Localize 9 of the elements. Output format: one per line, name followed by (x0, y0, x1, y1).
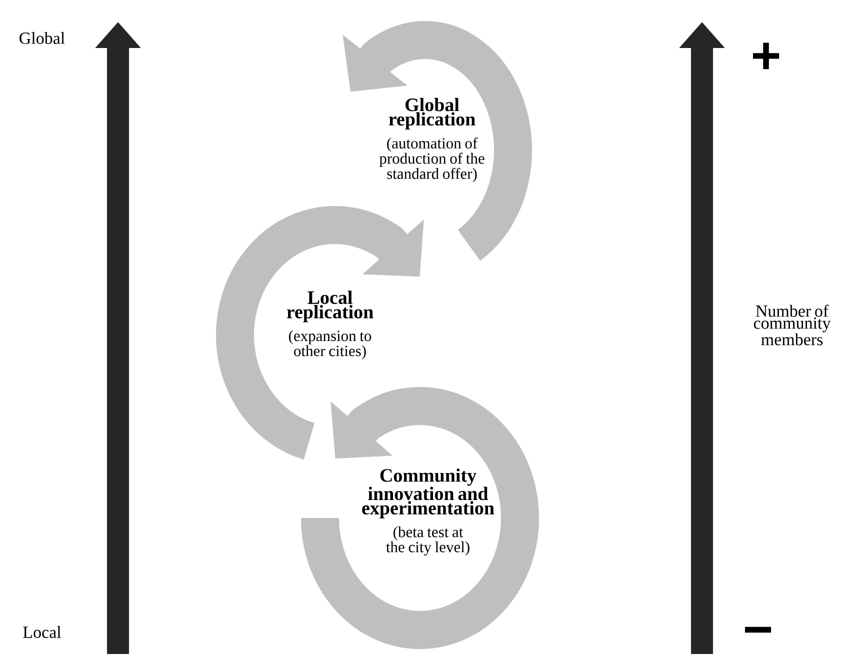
stage-text: Global replication (automation of production of the standard offer) (379, 98, 484, 182)
minus-sign: − (745, 626, 772, 633)
circular-arrow (301, 387, 539, 649)
axis-label: Number of community members (754, 304, 831, 346)
stage-text: Local replication (expansion to other cities) (286, 290, 374, 360)
axis-label: Local (23, 626, 61, 638)
axis-label: Global (20, 32, 65, 44)
plus-sign: + (753, 42, 780, 70)
stage-text: Community innovation and experimentation (beta test at the city level) (362, 468, 494, 556)
